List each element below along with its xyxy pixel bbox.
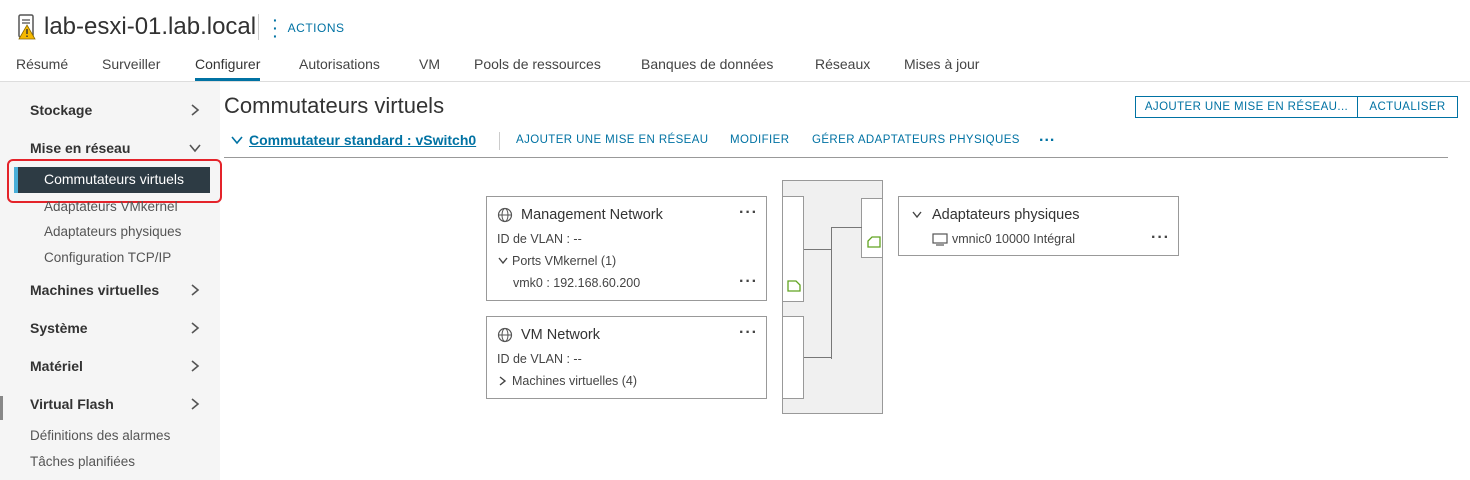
page-title: Commutateurs virtuels: [224, 93, 445, 118]
switch-manage-physical-button[interactable]: GÉRER ADAPTATEURS PHYSIQUES: [812, 134, 1020, 146]
switch-modify-button[interactable]: MODIFIER: [730, 134, 790, 146]
sidebar-item-taches-planifiees[interactable]: Tâches planifiées: [30, 454, 136, 469]
sidebar-item-label: Commutateurs virtuels: [44, 171, 185, 187]
virtual-machines-toggle[interactable]: Machines virtuelles (4): [512, 374, 638, 388]
tab-configurer[interactable]: Configurer: [195, 56, 261, 81]
port-strip-uplink: [861, 198, 883, 258]
actions-button[interactable]: ··· ACTIONS: [273, 12, 345, 44]
chevron-right-icon[interactable]: [188, 103, 202, 117]
port-strip-management: [782, 196, 804, 302]
host-warning-icon: [18, 14, 36, 40]
vertical-ellipsis-icon: ···: [273, 12, 278, 44]
switch-header: Commutateur standard : vSwitch0 AJOUTER …: [224, 126, 1448, 158]
vmk-adapter: vmk0 : 192.168.60.200: [513, 276, 641, 290]
port-group-management-network: Management Network ··· ID de VLAN : -- P…: [486, 196, 767, 301]
chevron-right-icon[interactable]: [497, 375, 509, 387]
port-strip-vm-network: [782, 316, 804, 399]
more-options-icon[interactable]: ···: [739, 273, 758, 290]
connector-line: [804, 357, 832, 358]
nic-icon: [932, 233, 948, 246]
sidebar: [0, 82, 220, 480]
sidebar-group-mise-en-reseau[interactable]: Mise en réseau: [30, 140, 131, 156]
vmkernel-ports-toggle[interactable]: Ports VMkernel (1): [512, 254, 617, 268]
chevron-down-icon[interactable]: [188, 141, 202, 155]
tab-mises-a-jour[interactable]: Mises à jour: [904, 56, 980, 72]
tab-reseaux[interactable]: Réseaux: [815, 56, 871, 72]
sidebar-item-commutateurs-virtuels[interactable]: Commutateurs virtuels: [14, 167, 210, 193]
vlan-id: ID de VLAN : --: [497, 352, 582, 366]
sidebar-group-systeme[interactable]: Système: [30, 320, 88, 336]
connector-line: [831, 227, 832, 359]
connector-line: [831, 227, 862, 228]
physical-adapters-panel: Adaptateurs physiques vmnic0 10000 Intég…: [898, 196, 1179, 256]
switch-name-link[interactable]: Commutateur standard : vSwitch0: [249, 132, 477, 148]
tab-resume[interactable]: Résumé: [16, 56, 69, 72]
switch-divider: [499, 132, 500, 150]
physical-adapters-title: Adaptateurs physiques: [932, 207, 1080, 223]
port-group-name: Management Network: [521, 207, 663, 223]
sidebar-item-adaptateurs-vmkernel[interactable]: Adaptateurs VMkernel: [44, 199, 178, 214]
host-title: lab-esxi-01.lab.local: [44, 13, 257, 40]
sidebar-item-definitions-alarmes[interactable]: Définitions des alarmes: [30, 428, 171, 443]
tab-pools-ressources[interactable]: Pools de ressources: [474, 56, 601, 72]
chevron-right-icon[interactable]: [188, 321, 202, 335]
tab-surveiller[interactable]: Surveiller: [102, 56, 161, 72]
sidebar-scroll-indicator: [0, 396, 3, 420]
chevron-right-icon[interactable]: [188, 397, 202, 411]
network-globe-icon: [497, 207, 513, 223]
sidebar-group-virtual-flash[interactable]: Virtual Flash: [30, 396, 114, 412]
tab-vm[interactable]: VM: [419, 56, 440, 72]
chevron-right-icon[interactable]: [188, 359, 202, 373]
sidebar-group-machines-virtuelles[interactable]: Machines virtuelles: [30, 282, 160, 298]
tab-autorisations[interactable]: Autorisations: [299, 56, 380, 72]
sidebar-group-materiel[interactable]: Matériel: [30, 358, 83, 374]
sidebar-item-configuration-tcpip[interactable]: Configuration TCP/IP: [44, 250, 172, 265]
tab-banques-donnees[interactable]: Banques de données: [641, 56, 774, 72]
nic-label: vmnic0 10000 Intégral: [952, 232, 1075, 246]
chevron-down-icon[interactable]: [230, 133, 244, 147]
vswitch-diagram: [782, 180, 883, 414]
port-group-name: VM Network: [521, 327, 600, 343]
sidebar-item-adaptateurs-physiques[interactable]: Adaptateurs physiques: [44, 224, 182, 239]
network-globe-icon: [497, 327, 513, 343]
connector-line: [804, 249, 832, 250]
chevron-down-icon[interactable]: [911, 209, 923, 221]
chevron-right-icon[interactable]: [188, 283, 202, 297]
port-group-vm-network: VM Network ··· ID de VLAN : -- Machines …: [486, 316, 767, 399]
actions-label: ACTIONS: [287, 21, 345, 35]
more-options-icon[interactable]: ···: [1151, 229, 1170, 246]
refresh-button[interactable]: ACTUALISER: [1357, 96, 1458, 118]
switch-add-network-button[interactable]: AJOUTER UNE MISE EN RÉSEAU: [516, 134, 709, 146]
more-options-icon[interactable]: ···: [739, 204, 758, 221]
port-green-icon: [787, 280, 801, 292]
switch-more-button[interactable]: ...: [1039, 128, 1056, 145]
chevron-down-icon[interactable]: [497, 255, 509, 267]
port-green-icon: [867, 236, 881, 248]
sidebar-group-stockage[interactable]: Stockage: [30, 102, 93, 118]
header-divider: [258, 14, 259, 40]
add-network-button[interactable]: AJOUTER UNE MISE EN RÉSEAU...: [1135, 96, 1358, 118]
vlan-id: ID de VLAN : --: [497, 232, 582, 246]
tab-bar: Résumé Surveiller Configurer Autorisatio…: [0, 52, 1470, 82]
selection-highlight: [7, 159, 222, 203]
more-options-icon[interactable]: ···: [739, 324, 758, 341]
